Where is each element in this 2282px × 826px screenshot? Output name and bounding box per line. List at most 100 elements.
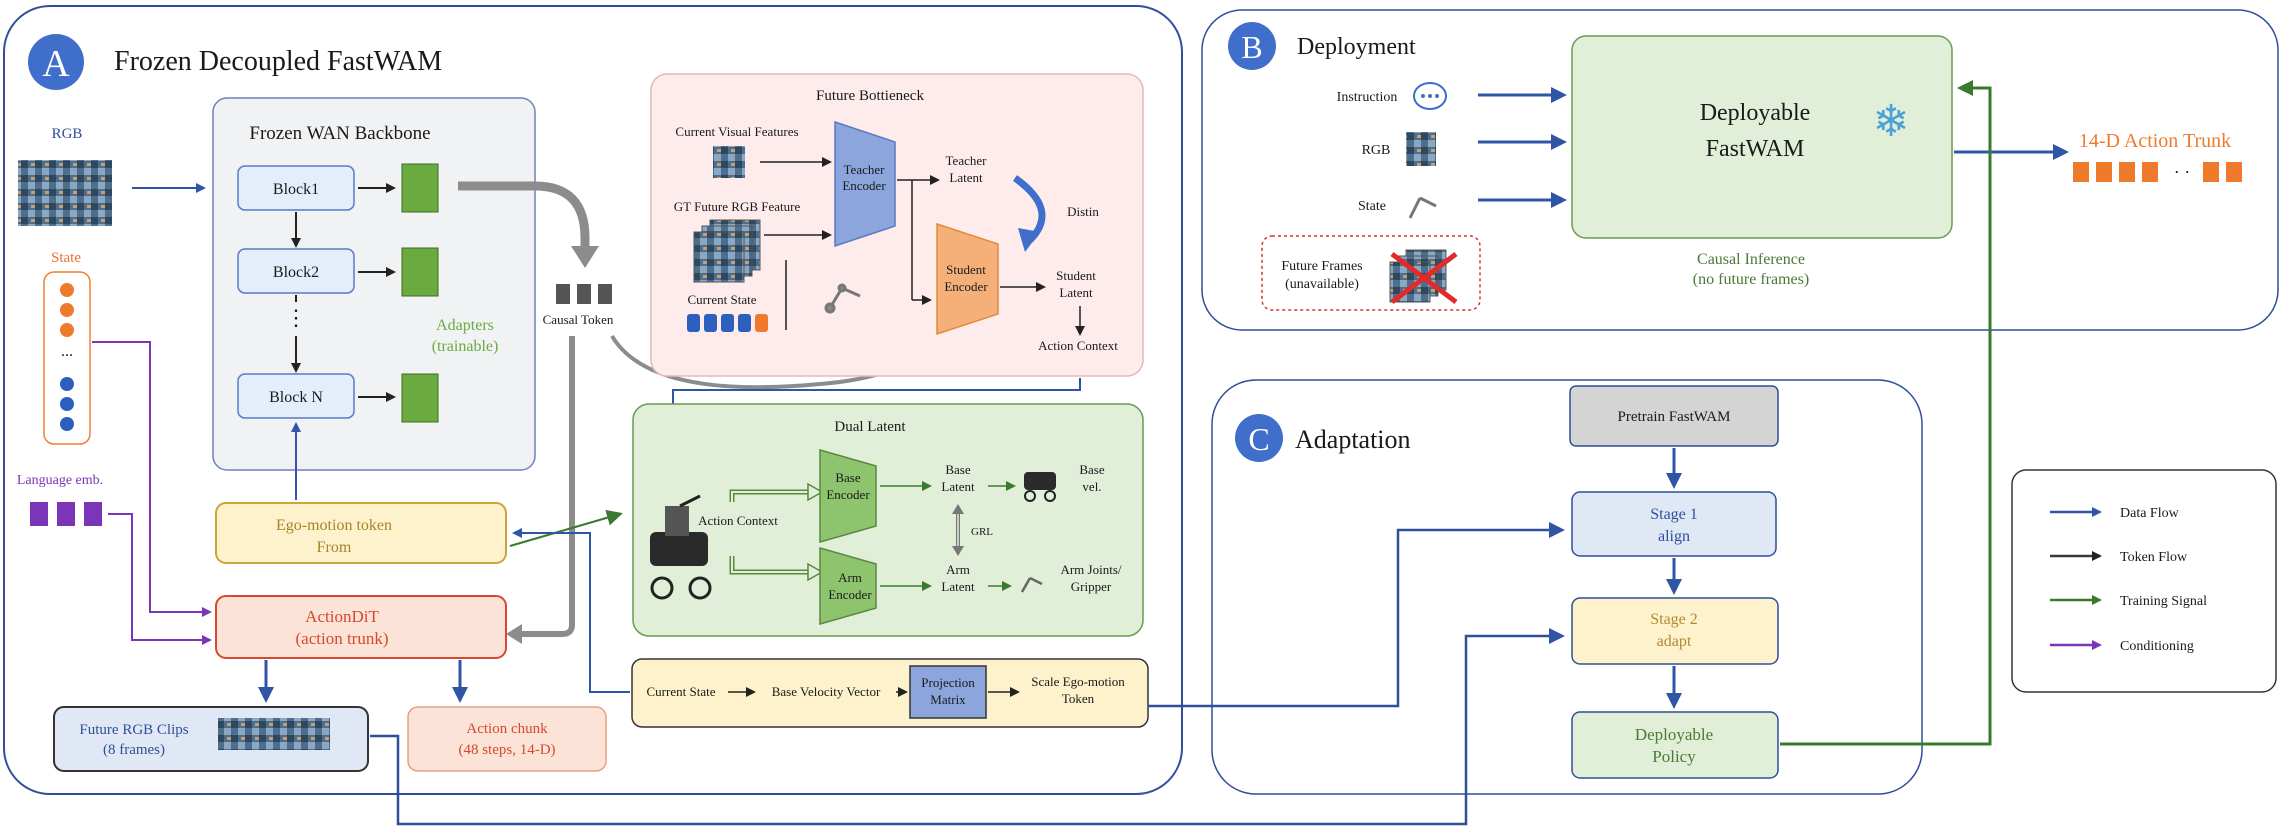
causal-inference-label-2: (no future frames) [1693, 271, 1809, 288]
stage1-label-2: align [1658, 528, 1690, 545]
legend-token-flow: Token Flow [2120, 550, 2188, 565]
distill-arrow-head [1018, 228, 1040, 252]
student-encoder-label-2: Encoder [944, 279, 988, 294]
trunk-cell [2226, 162, 2242, 182]
proj-current-state: Current State [647, 684, 716, 699]
policy-label-2: Policy [1652, 747, 1696, 766]
stage1 [1571, 491, 1777, 557]
adapter-n [401, 373, 439, 423]
robot-dog-icon [650, 494, 712, 600]
deployable-fastwam [1571, 35, 1953, 239]
flow-to-arm-encoder-head [807, 562, 824, 582]
state-chip [738, 314, 751, 332]
action-chunk-label-2: (48 steps, 14-D) [458, 742, 555, 758]
deployable-label-2: FastWAM [1706, 136, 1805, 162]
action-chunk-label: Action chunk [466, 721, 548, 737]
language-token [84, 502, 102, 526]
panel-b-title: Deployment [1297, 34, 1416, 60]
base-encoder-label: Base [835, 470, 861, 485]
panel-c-letter: C [1248, 421, 1269, 457]
flow-to-base-encoder-head [807, 482, 824, 502]
trunk-dots: · · [2174, 162, 2191, 182]
trunk-cell [2073, 162, 2089, 182]
causal-token-box [598, 284, 612, 304]
backbone-title: Frozen WAN Backbone [249, 123, 430, 144]
panel-a-title: Frozen Decoupled FastWAM [114, 46, 442, 77]
panel-c-badge [1235, 414, 1283, 462]
legend-data-flow: Data Flow [2120, 506, 2180, 521]
future-frames-label: Future Frames [1281, 259, 1362, 274]
arm-latent-label: Arm [946, 562, 970, 577]
language-token [30, 502, 48, 526]
robot-dog-small-icon [1024, 472, 1056, 502]
state-chip [755, 314, 768, 332]
arm-encoder-label-2: Encoder [828, 587, 872, 602]
action-chunk [407, 706, 607, 772]
student-latent-label-2: Latent [1059, 285, 1093, 300]
action-dit-label-2: (action trunk) [296, 629, 389, 648]
student-encoder-label: Student [946, 262, 986, 277]
distin-label: Distin [1067, 204, 1099, 219]
grl-double-arrow [952, 504, 964, 556]
stage2 [1571, 597, 1779, 665]
rgb-thumb [1406, 132, 1436, 166]
teacher-encoder [834, 120, 896, 248]
student-latent-label: Student [1056, 268, 1096, 283]
base-vel-label-2: vel. [1082, 479, 1101, 494]
token-flow-to-actiondit-head [506, 624, 522, 644]
state-chip [687, 314, 700, 332]
token-flow-to-causal [458, 181, 590, 248]
adapters-label-2: (trainable) [432, 338, 499, 355]
policy-label: Deployable [1635, 725, 1713, 744]
cond-language-to-actiondit [108, 513, 212, 645]
action-context-label: Action Context [698, 513, 778, 528]
action-dit-label: ActionDiT [305, 607, 379, 626]
proj-base-velocity: Base Velocity Vector [772, 684, 881, 699]
legend-conditioning: Conditioning [2120, 639, 2194, 654]
rgb-image [18, 160, 112, 226]
state-dot [60, 377, 74, 391]
trunk-cell [2142, 162, 2158, 182]
teacher-encoder-label: Teacher [844, 162, 886, 177]
action-context-top-label: Action Context [1038, 338, 1118, 353]
state-chip [704, 314, 717, 332]
current-visual-label: Current Visual Features [675, 124, 798, 139]
arm-encoder-label: Arm [838, 570, 862, 585]
flow-projection-to-stage1 [1148, 522, 1565, 708]
gt-future-frame [693, 231, 745, 283]
dual-latent [632, 403, 1144, 637]
pretrain-fastwam [1569, 385, 1779, 447]
blockN [237, 373, 355, 419]
stage1-label: Stage 1 [1650, 506, 1698, 523]
panel-a-letter: A [42, 43, 70, 85]
causal-inference-label: Causal Inference [1697, 251, 1805, 268]
panel-a-badge [28, 34, 84, 90]
state-dot [60, 283, 74, 297]
adapters-label: Adapters [436, 317, 494, 334]
rgb-label: RGB [52, 126, 83, 142]
student-encoder [936, 222, 999, 336]
deployable-policy [1571, 711, 1779, 779]
ego-token-label: Ego-motion token [276, 517, 392, 534]
block2 [237, 248, 355, 294]
flow-to-base-encoder-inner [731, 491, 810, 502]
flow-to-arm-encoder-inner [731, 556, 810, 573]
arm-small-icon [1020, 576, 1043, 593]
training-ego-to-dual [509, 509, 623, 547]
ego-motion-token [215, 502, 507, 564]
output-label: 14-D Action Trunk [2079, 130, 2231, 152]
state-dot [60, 417, 74, 431]
token-flow-to-causal-head [571, 246, 599, 268]
state-box [43, 271, 91, 445]
proj-scale-label: Scale Ego-motion [1031, 674, 1125, 689]
state-dot [60, 397, 74, 411]
arm-joints-label-2: Gripper [1071, 579, 1112, 594]
base-encoder [819, 449, 877, 543]
block2-label: Block2 [273, 264, 319, 281]
ego-token-label-2: From [317, 539, 352, 556]
base-latent-label: Base [945, 462, 971, 477]
training-policy-to-deployable [1780, 80, 1992, 746]
future-frames-label-2: (unavailable) [1285, 277, 1359, 292]
dual-title: Dual Latent [834, 419, 906, 435]
